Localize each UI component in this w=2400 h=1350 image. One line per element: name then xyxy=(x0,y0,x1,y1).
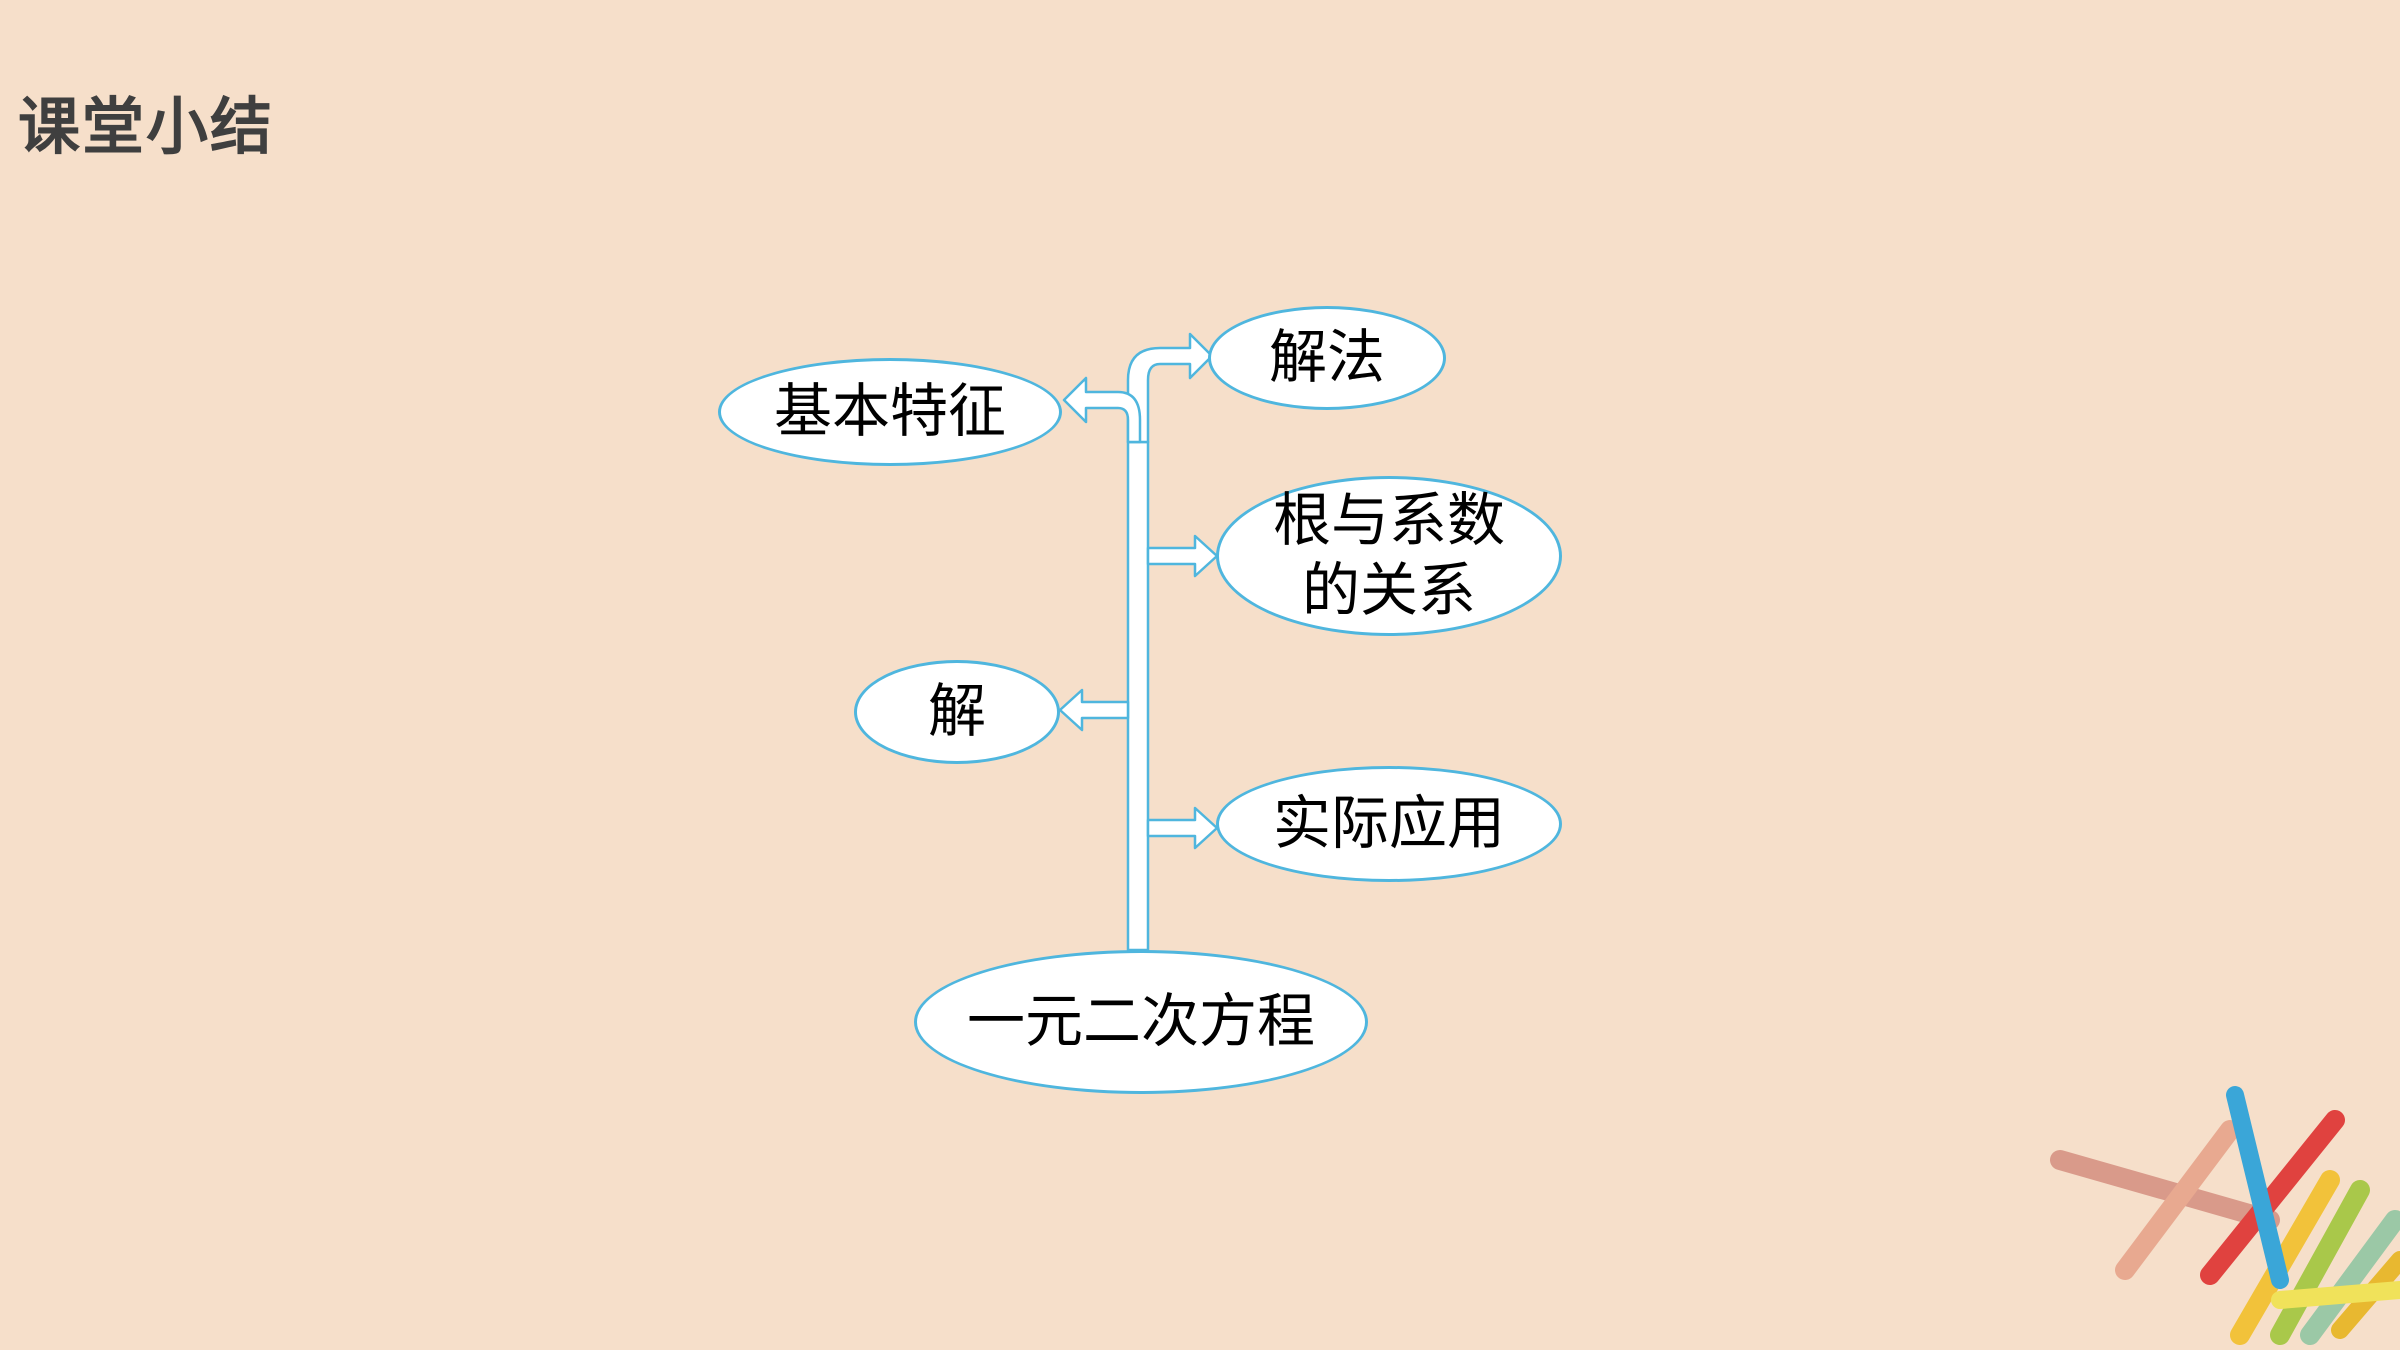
node-basic-features: 基本特征 xyxy=(718,358,1062,466)
node-solving-methods: 解法 xyxy=(1208,306,1446,410)
node-root: 一元二次方程 xyxy=(914,950,1368,1094)
arrow-to-applications xyxy=(1146,806,1219,850)
arrow-to-roots-coefficients xyxy=(1146,534,1219,578)
chalk-sticks-icon xyxy=(2050,1086,2400,1345)
node-roots-coefficients: 根与系数 的关系 xyxy=(1216,476,1562,636)
node-root-label: 一元二次方程 xyxy=(966,987,1315,1056)
arrow-to-solution xyxy=(1058,688,1130,732)
trunk-connector xyxy=(1126,440,1150,952)
node-solution-label: 解 xyxy=(927,677,986,746)
arrow-to-basic-features xyxy=(1062,376,1142,444)
page-title: 课堂小结 xyxy=(18,90,275,163)
node-roots-coefficients-label: 根与系数 的关系 xyxy=(1272,486,1505,624)
arrow-to-solving-methods xyxy=(1126,332,1214,444)
node-basic-features-label: 基本特征 xyxy=(773,377,1006,446)
node-solving-methods-label: 解法 xyxy=(1268,323,1385,392)
node-applications: 实际应用 xyxy=(1216,766,1562,882)
node-solution: 解 xyxy=(854,660,1060,764)
node-applications-label: 实际应用 xyxy=(1272,789,1505,858)
